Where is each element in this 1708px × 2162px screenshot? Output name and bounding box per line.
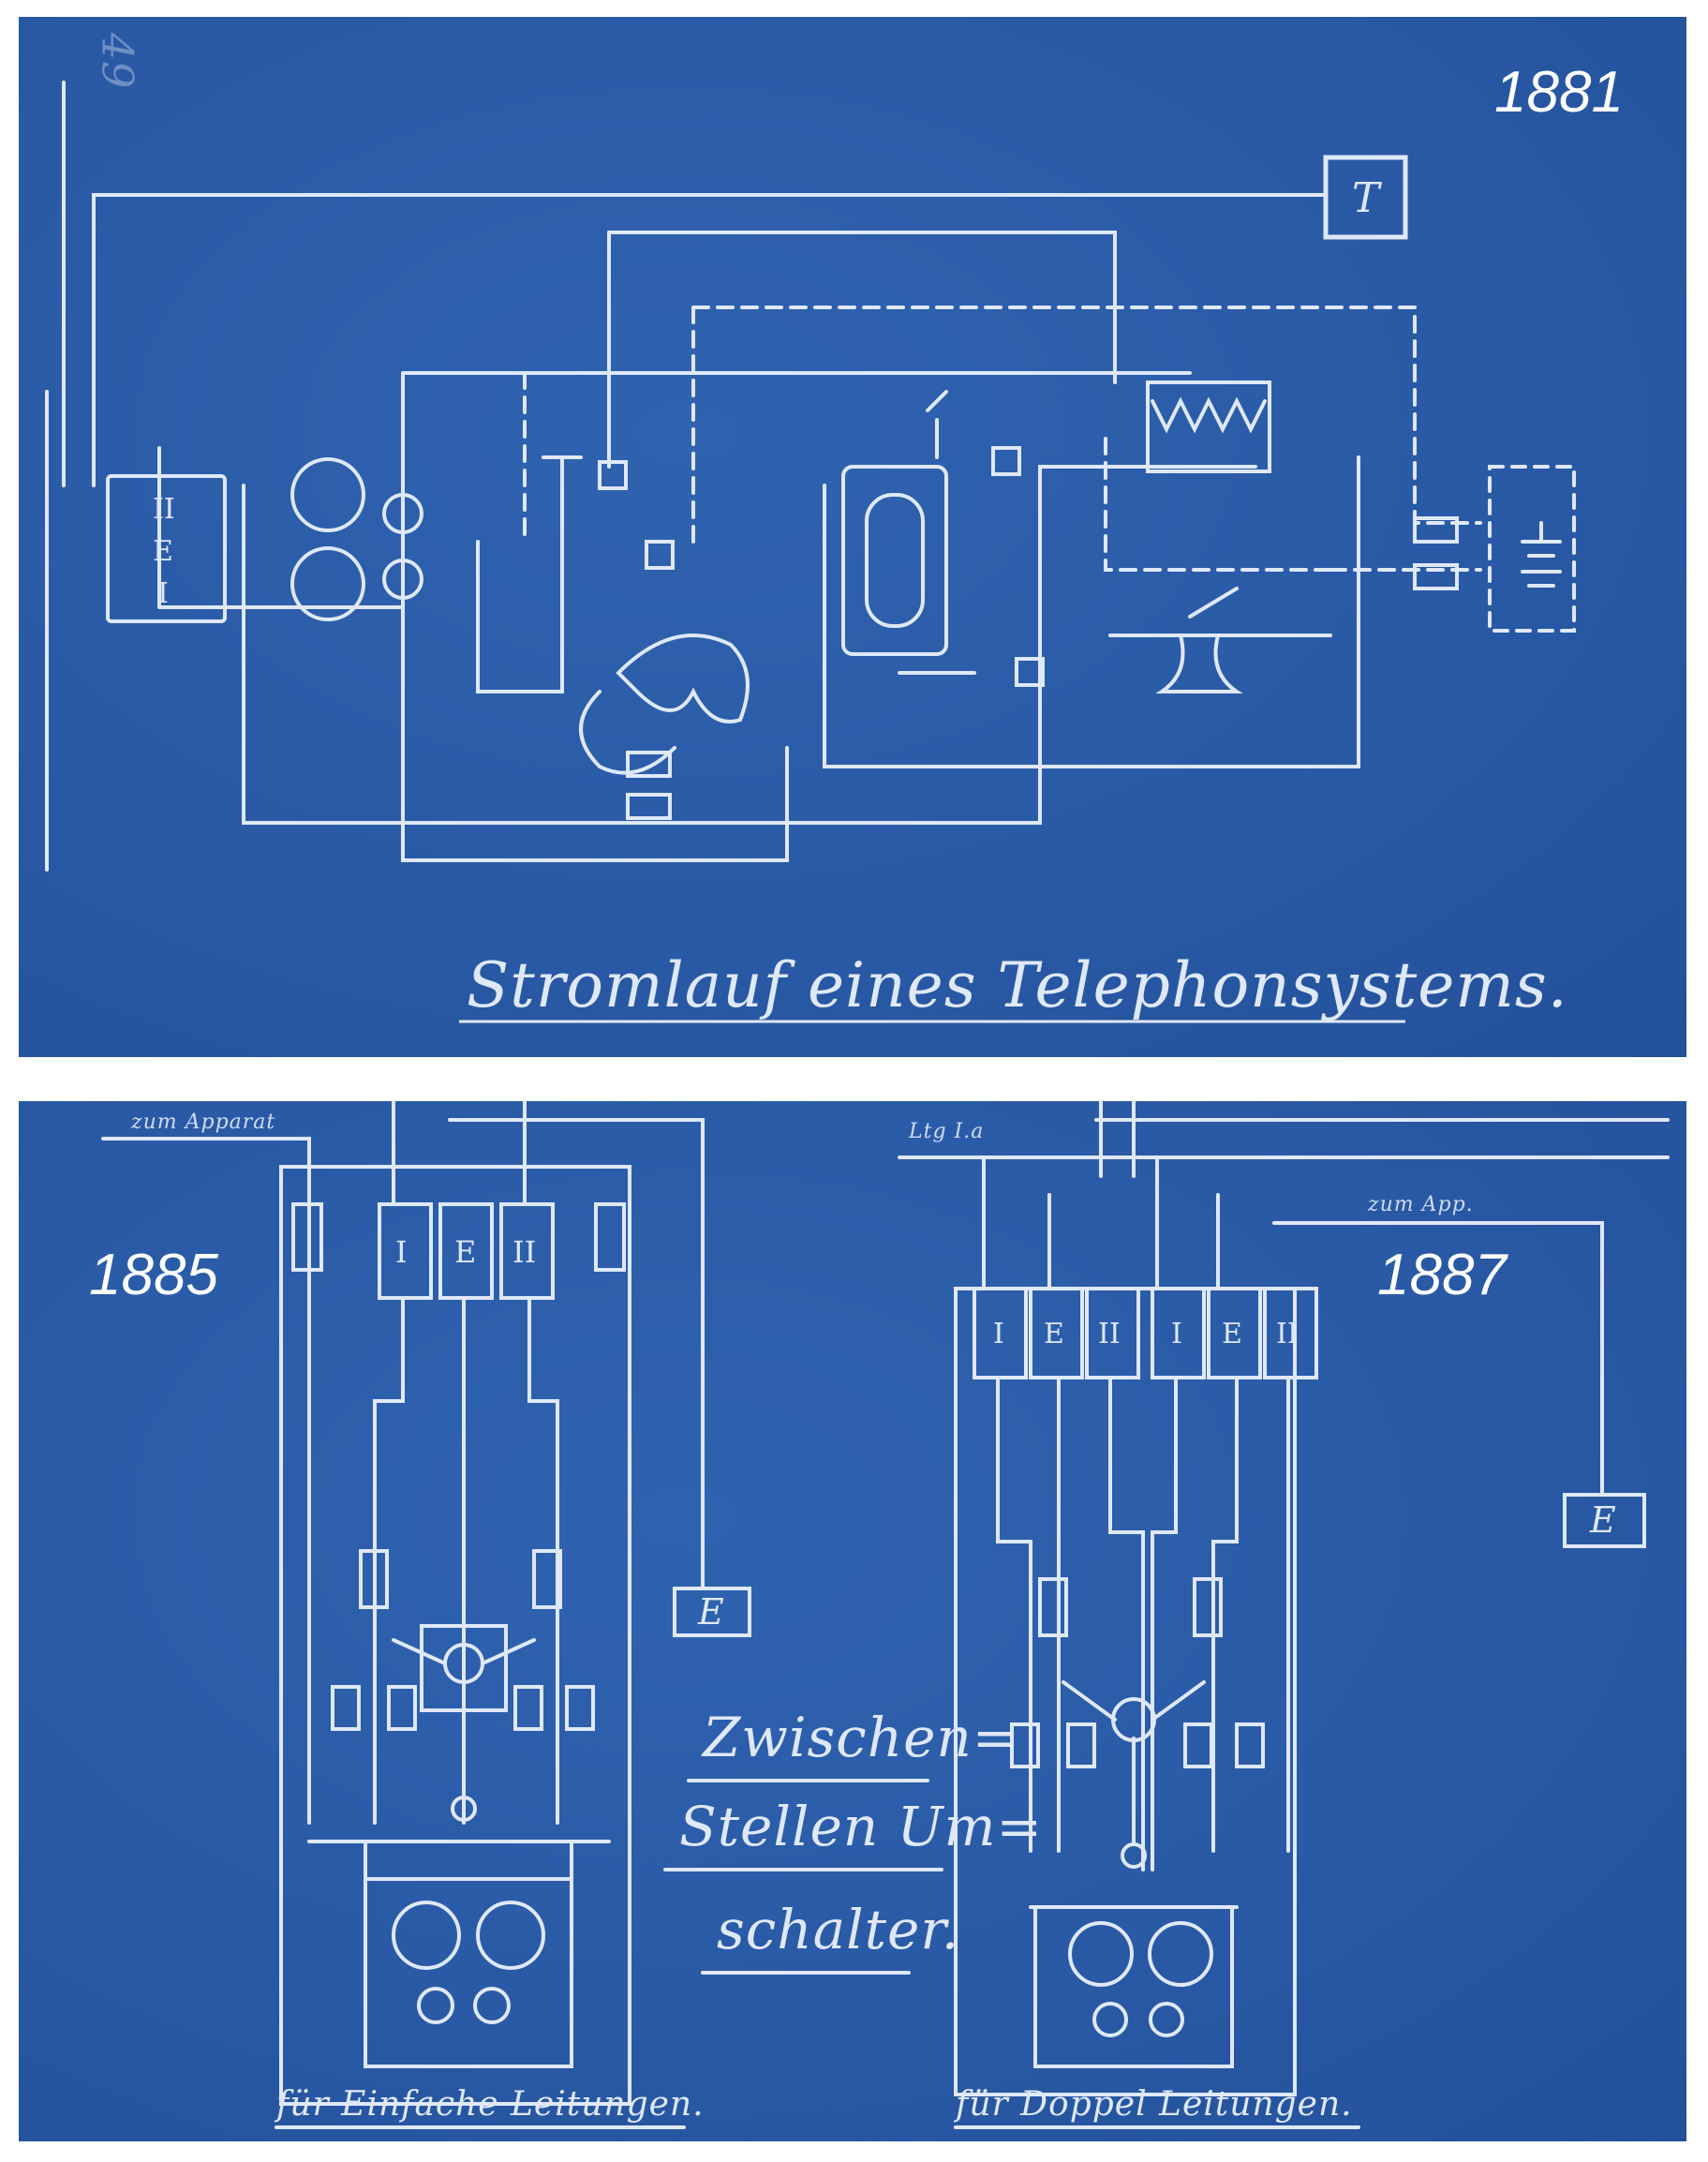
- terminal-block: [291, 1202, 323, 1272]
- switch-label: II: [512, 1234, 536, 1270]
- switch-block: [1029, 1287, 1084, 1379]
- ground-letter-right: E: [1589, 1499, 1616, 1541]
- center-title-line-1: Zwischen=: [703, 1706, 1019, 1769]
- switch-block: [1207, 1287, 1262, 1379]
- switch-block: [1263, 1287, 1318, 1379]
- year-label-1881: 1881: [1494, 60, 1624, 125]
- caption-single-lines: für Einfache Leitungen.: [276, 2085, 705, 2124]
- wire: [823, 455, 1360, 768]
- ground-plate-T: T: [1323, 155, 1408, 240]
- dashed-wire: [523, 306, 1482, 572]
- bell-icon: [290, 546, 365, 621]
- bell-frame: [364, 1877, 573, 2068]
- switch-label: I: [395, 1234, 408, 1270]
- wire: [242, 465, 1257, 825]
- label-zum-app: zum App.: [1368, 1193, 1474, 1216]
- switch-block: [973, 1287, 1028, 1379]
- switch-label: E: [1222, 1318, 1242, 1350]
- hook-switch-icon: [542, 455, 583, 581]
- magneto-generator-icon: [841, 465, 948, 656]
- induction-coil-icon: [1146, 380, 1271, 473]
- center-title-line-3: schalter.: [717, 1898, 960, 1961]
- bell-frame: [1033, 1905, 1234, 2068]
- year-label-1887: 1887: [1377, 1243, 1507, 1307]
- switch-board-single: [279, 1165, 631, 2106]
- wire: [62, 193, 1328, 487]
- switch-block: [438, 1202, 494, 1300]
- blueprint-panel-1881: T II E I 1881 49 Stromlauf eines Telepho…: [19, 17, 1686, 1057]
- rotary-switch-icon: [1111, 1697, 1156, 1742]
- switch-label-e: E: [153, 535, 173, 568]
- bell-icon: [1068, 1921, 1134, 1987]
- diagram-caption-1881: Stromlauf eines Telephonsystems.: [467, 949, 1568, 1021]
- page-number-mark: 49: [92, 32, 143, 90]
- switch-label: II: [1098, 1318, 1121, 1350]
- switch-label: E: [454, 1234, 476, 1270]
- switch-label: I: [1171, 1318, 1182, 1350]
- switch-label-ii: II: [153, 493, 175, 526]
- receiver-icon: [616, 634, 750, 723]
- microphone-icon: [1108, 587, 1332, 693]
- ground-letter: T: [1352, 174, 1383, 222]
- caption-double-lines: für Doppel Leitungen.: [956, 2085, 1353, 2124]
- switch-block: [106, 474, 227, 623]
- battery-box: [1488, 465, 1576, 633]
- label-zum-apparat: zum Apparat: [131, 1111, 276, 1134]
- switch-block: [378, 1202, 433, 1300]
- wire: [476, 540, 564, 693]
- switch-block: [499, 1202, 555, 1300]
- battery-icon: [1521, 521, 1562, 588]
- switch-label: E: [1044, 1318, 1064, 1350]
- bell-icon: [290, 457, 365, 532]
- blueprint-panel-1885-1887: E E I E II I E II I E II 1885 1887 zum A…: [19, 1101, 1686, 2141]
- ground-plate: [673, 1587, 751, 1637]
- terminal-block: [594, 1202, 626, 1272]
- switch-block: [1085, 1287, 1140, 1379]
- bell-icon: [392, 1901, 461, 1970]
- wire: [607, 231, 1117, 384]
- switch-block: [1151, 1287, 1206, 1379]
- wire: [157, 446, 405, 609]
- switch-label-i: I: [157, 577, 169, 610]
- intermediate-switch-diagrams: E E I E II I E II I E II: [101, 1101, 1670, 2129]
- year-label-1885: 1885: [89, 1243, 218, 1307]
- switch-label: II: [1276, 1318, 1299, 1350]
- wire: [401, 671, 789, 862]
- center-title-line-2: Stellen Um=: [679, 1795, 1044, 1858]
- ground-plate: [1563, 1493, 1646, 1548]
- ground-letter-left: E: [697, 1591, 724, 1633]
- wire: [401, 371, 1192, 675]
- switch-label: I: [993, 1318, 1004, 1350]
- bell-icon: [476, 1901, 545, 1970]
- telephone-circuit-diagram: T II E I: [45, 81, 1576, 1023]
- label-ltg: Ltg I.a: [909, 1120, 985, 1143]
- bell-icon: [1148, 1921, 1213, 1987]
